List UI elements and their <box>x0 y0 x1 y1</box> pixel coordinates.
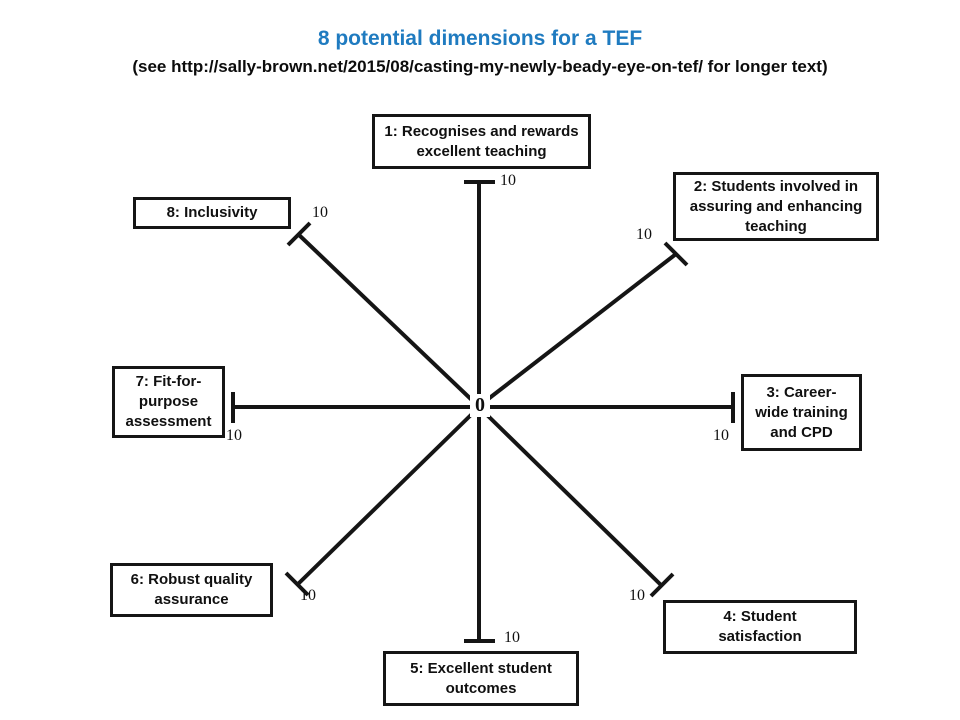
dimension-box-7[interactable]: 7: Fit-for- purpose assessment <box>112 366 225 438</box>
dimension-box-8-line-1: 8: Inclusivity <box>166 204 258 221</box>
axis-max-label-5: 10 <box>504 629 520 646</box>
dimension-box-2-line-1: 2: Students involved in <box>693 177 859 195</box>
center-origin-label: 0 <box>470 394 490 417</box>
page-subtitle: (see http://sally-brown.net/2015/08/cast… <box>132 57 828 76</box>
axis-tick-2 <box>663 241 689 267</box>
dimension-box-6[interactable]: 6: Robust quality assurance <box>110 563 273 617</box>
axis-max-label-1: 10 <box>500 172 516 189</box>
axis-max-label-7: 10 <box>226 427 242 444</box>
dimension-box-8[interactable]: 8: Inclusivity <box>133 197 291 229</box>
dimension-box-7-line-2: purpose <box>138 393 199 410</box>
dimension-box-3-line-2: wide training <box>755 403 848 421</box>
axis-max-label-4: 10 <box>629 587 645 604</box>
axis-line-2 <box>481 252 678 405</box>
dimension-box-7-line-1: 7: Fit-for- <box>135 373 202 390</box>
title-block: 8 potential dimensions for a TEF (see ht… <box>0 26 960 78</box>
dimension-box-6-line-1: 6: Robust quality <box>130 571 253 588</box>
dimension-box-4[interactable]: 4: Student satisfaction <box>663 600 857 654</box>
dimension-box-3-line-3: and CPD <box>770 423 833 441</box>
dimension-box-6-line-2: assurance <box>154 591 229 608</box>
dimension-box-1-line-2: excellent teaching <box>416 142 547 160</box>
axis-max-label-2: 10 <box>636 226 652 243</box>
axis-max-label-3: 10 <box>713 427 729 444</box>
axis-max-label-8: 10 <box>312 204 328 221</box>
axis-line-8 <box>296 232 477 405</box>
axis-max-label-6: 10 <box>300 587 316 604</box>
dimension-box-5[interactable]: 5: Excellent student outcomes <box>383 651 579 706</box>
dimension-box-7-line-3: assessment <box>125 413 212 430</box>
dimension-box-4-line-1: 4: Student <box>723 608 797 625</box>
dimension-box-3-line-1: 3: Career- <box>766 383 837 401</box>
dimension-box-3[interactable]: 3: Career- wide training and CPD <box>741 374 862 451</box>
axis-line-6 <box>295 409 477 587</box>
dimension-box-2-line-2: assuring and enhancing <box>689 197 863 215</box>
dimension-box-5-line-1: 5: Excellent student <box>410 659 552 677</box>
dimension-box-5-line-2: outcomes <box>445 679 517 697</box>
dimension-box-1[interactable]: 1: Recognises and rewards excellent teac… <box>372 114 591 169</box>
dimension-box-2-line-3: teaching <box>745 217 807 235</box>
page-title: 8 potential dimensions for a TEF <box>317 27 643 50</box>
dimension-box-2[interactable]: 2: Students involved in assuring and enh… <box>673 172 879 241</box>
dimension-box-4-line-2: satisfaction <box>718 628 802 645</box>
axis-tick-4 <box>649 572 675 598</box>
axis-line-4 <box>481 409 664 588</box>
dimension-box-1-line-1: 1: Recognises and rewards <box>384 122 579 140</box>
axis-tick-6 <box>284 571 310 597</box>
axis-tick-8 <box>286 221 312 247</box>
